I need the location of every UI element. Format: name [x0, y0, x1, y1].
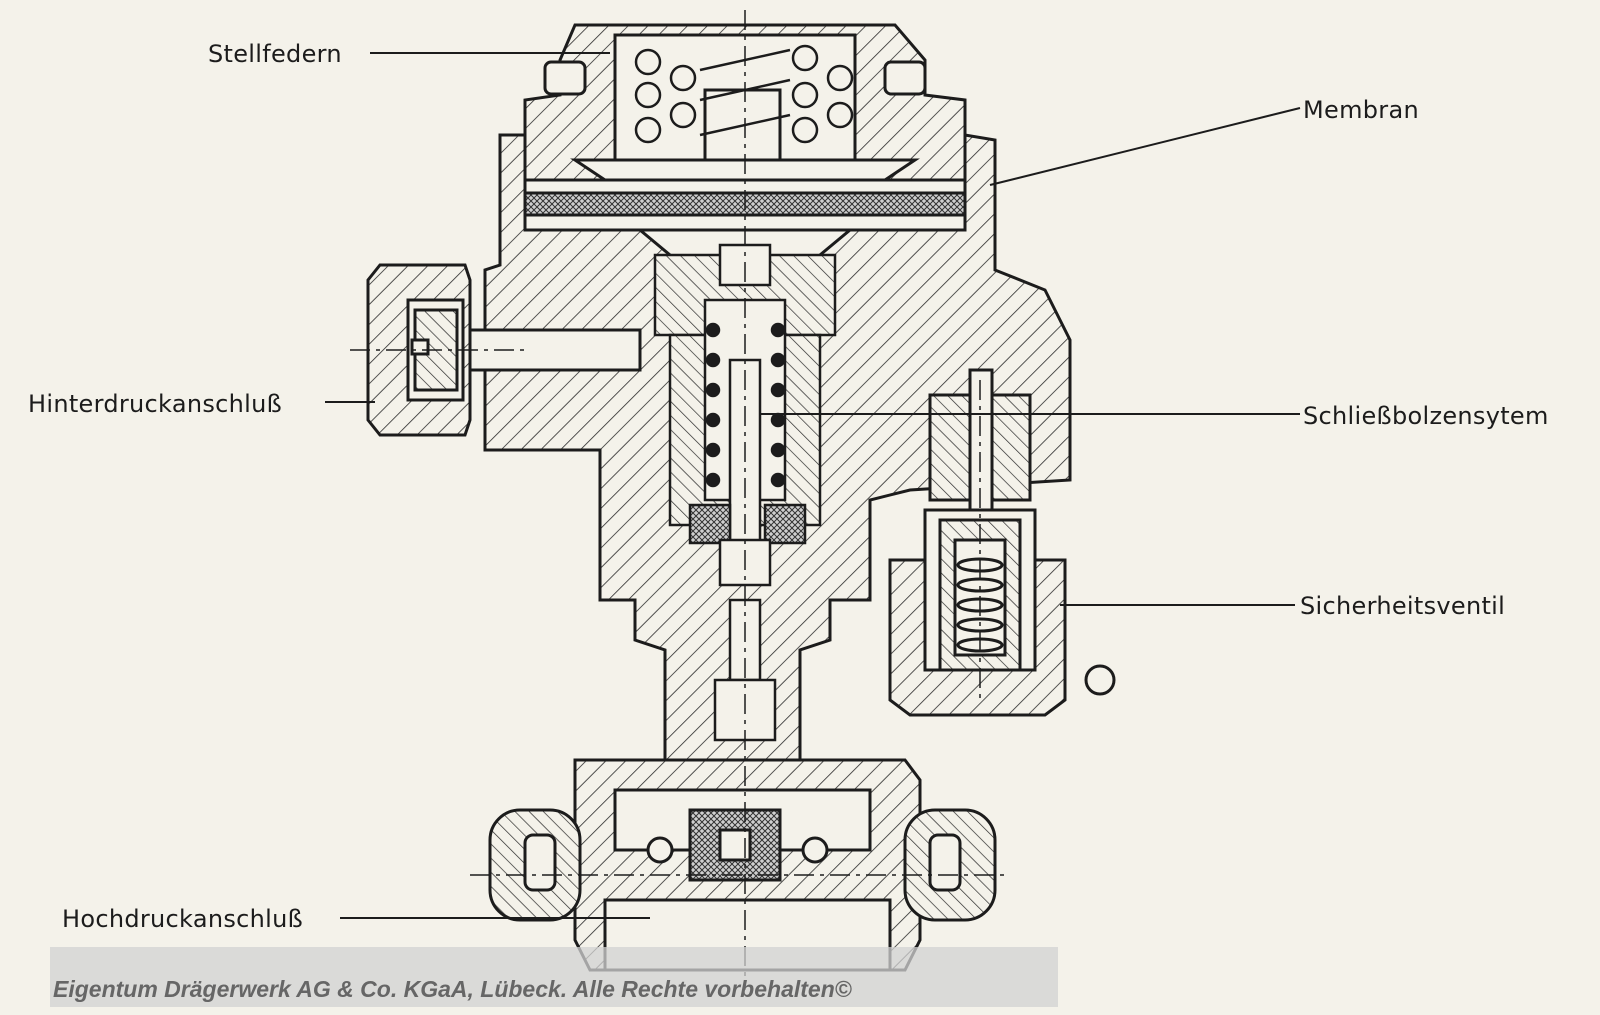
label-schliessbolzensystem: Schließbolzensytem: [1303, 402, 1549, 430]
label-stellfedern: Stellfedern: [208, 40, 342, 68]
back-pressure-connection: [366, 263, 472, 437]
leader-lines: [325, 52, 1301, 919]
copyright-notice: Eigentum Drägerwerk AG & Co. KGaA, Lübec…: [53, 976, 852, 1002]
label-membran: Membran: [1303, 96, 1419, 124]
label-hinterdruckanschluss: Hinterdruckanschluß: [28, 390, 283, 418]
centre-lines: [350, 10, 1010, 990]
label-hochdruckanschluss: Hochdruckanschluß: [62, 905, 304, 933]
copyright-band: [50, 947, 1058, 1007]
high-pressure-connection: [488, 758, 997, 972]
adjusting-springs: [634, 44, 854, 144]
label-sicherheitsventil: Sicherheitsventil: [1300, 592, 1506, 620]
